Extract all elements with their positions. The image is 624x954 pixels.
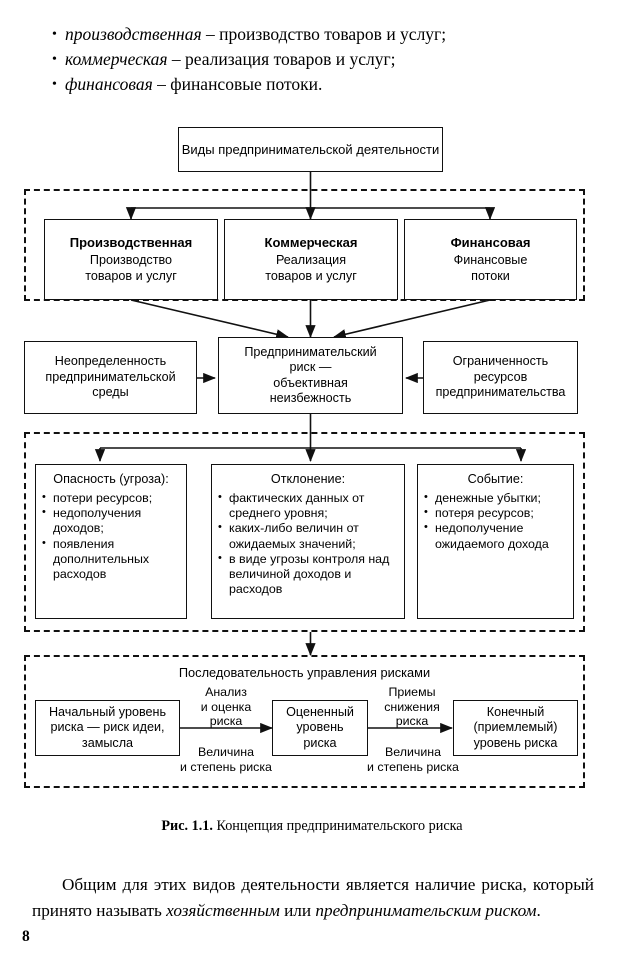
box-heading: Производственная <box>69 234 193 250</box>
list-item: • коммерческая – реализация товаров и усл… <box>52 47 592 72</box>
list-item: потеря ресурсов; <box>424 505 567 521</box>
box-aspect-event: Событие: денежные убытки; потеря ресурсо… <box>417 464 574 619</box>
box-assessed-risk-level: Оцененный уровень риска <box>272 700 368 756</box>
paragraph-part-1: Общим для этих видов деятельности являет… <box>32 875 594 920</box>
box-final-risk-level: Конечный (приемлемый) уровень риска <box>453 700 578 756</box>
box-label: Оцененный уровень риска <box>286 704 354 750</box>
box-label: Предпринимательский риск — объективная н… <box>244 344 377 406</box>
list-item: • производственная – производство товаров… <box>52 22 592 47</box>
box-uncertainty: Неопределенность предпринимательской сре… <box>24 341 197 414</box>
bullet-icon: • <box>52 77 57 92</box>
list-item: недополучение ожидаемого дохода <box>424 520 567 551</box>
list-item: каких-либо величин от ожидаемых значений… <box>218 520 398 551</box>
box-label: Неопределенность предпринимательской сре… <box>45 354 176 400</box>
aspect-title: Событие: <box>467 472 524 486</box>
bullet-icon: • <box>52 27 57 42</box>
box-subtext: Производство товаров и услуг <box>85 253 177 283</box>
box-label: Виды предпринимательской деятельности <box>181 142 440 157</box>
intro-rest: – производство товаров и услуг; <box>201 24 447 44</box>
paragraph-part-2: или <box>279 901 316 920</box>
transition-label-above-2: Приемы снижения риска <box>384 685 440 729</box>
box-activity-financial: Финансовая Финансовые потоки <box>404 219 577 300</box>
intro-term: финансовая <box>65 74 153 94</box>
aspect-list: фактических данных от среднего уровня; к… <box>218 490 398 598</box>
box-heading: Коммерческая <box>264 234 358 250</box>
bullet-icon: • <box>52 52 57 67</box>
list-item: потери ресурсов; <box>42 490 180 506</box>
list-item: появления дополнительных расходов <box>42 536 180 583</box>
transition-label-below-2: Величина и степень риска <box>367 745 459 774</box>
list-item: в виде угрозы контроля над величиной дох… <box>218 551 398 598</box>
box-label: Конечный (приемлемый) уровень риска <box>473 704 558 750</box>
box-limited-resources: Ограниченность ресурсов предпринимательс… <box>423 341 578 414</box>
body-paragraph: Общим для этих видов деятельности являет… <box>32 872 594 924</box>
box-label: Ограниченность ресурсов предпринимательс… <box>435 354 566 400</box>
transition-label-below-1: Величина и степень риска <box>180 745 272 774</box>
box-heading: Финансовая <box>450 234 531 250</box>
region-activity-types <box>24 189 585 301</box>
paragraph-italic-2: предпринимательским риском <box>315 901 537 920</box>
intro-term: производственная <box>65 24 202 44</box>
box-aspect-danger: Опасность (угроза): потери ресурсов; нед… <box>35 464 187 619</box>
intro-bullet-list: • производственная – производство товаров… <box>52 22 592 97</box>
intro-term: коммерческая <box>65 49 168 69</box>
paragraph-italic-1: хозяйственным <box>166 901 280 920</box>
box-subtext: Финансовые потоки <box>453 253 528 283</box>
box-activity-commercial: Коммерческая Реализация товаров и услуг <box>224 219 398 300</box>
aspect-title: Отклонение: <box>270 472 346 486</box>
caption-text: Концепция предпринимательского риска <box>212 818 463 834</box>
box-entrepreneurial-risk: Предпринимательский риск — объективная н… <box>218 337 403 414</box>
region-risk-aspects <box>24 432 585 632</box>
box-activity-production: Производственная Производство товаров и … <box>44 219 218 300</box>
aspect-list: денежные убытки; потеря ресурсов; недопо… <box>424 490 567 552</box>
box-aspect-deviation: Отклонение: фактических данных от средне… <box>211 464 405 619</box>
list-item: недополучения доходов; <box>42 505 180 536</box>
list-item: • финансовая – финансовые потоки. <box>52 72 592 97</box>
caption-label: Рис. 1.1. <box>161 818 213 834</box>
box-activity-types-title: Виды предпринимательской деятельности <box>178 127 443 172</box>
intro-rest: – реализация товаров и услуг; <box>167 49 396 69</box>
paragraph-part-3: . <box>536 901 541 920</box>
aspect-title: Опасность (угроза): <box>53 472 169 486</box>
page-number: 8 <box>22 928 30 945</box>
aspect-list: потери ресурсов; недополучения доходов; … <box>42 490 180 583</box>
sequence-heading: Последовательность управления рисками <box>178 665 431 680</box>
transition-label-above-1: Анализ и оценка риска <box>200 685 252 729</box>
list-item: денежные убытки; <box>424 490 567 506</box>
intro-rest: – финансовые потоки. <box>152 74 323 94</box>
figure-caption: Рис. 1.1. Концепция предпринимательского… <box>0 818 624 835</box>
box-initial-risk-level: Начальный уровень риска — риск идеи, зам… <box>35 700 180 756</box>
box-label: Начальный уровень риска — риск идеи, зам… <box>48 704 167 750</box>
list-item: фактических данных от среднего уровня; <box>218 490 398 521</box>
region-risk-management-sequence: Последовательность управления рисками <box>24 655 585 788</box>
box-subtext: Реализация товаров и услуг <box>265 253 357 283</box>
